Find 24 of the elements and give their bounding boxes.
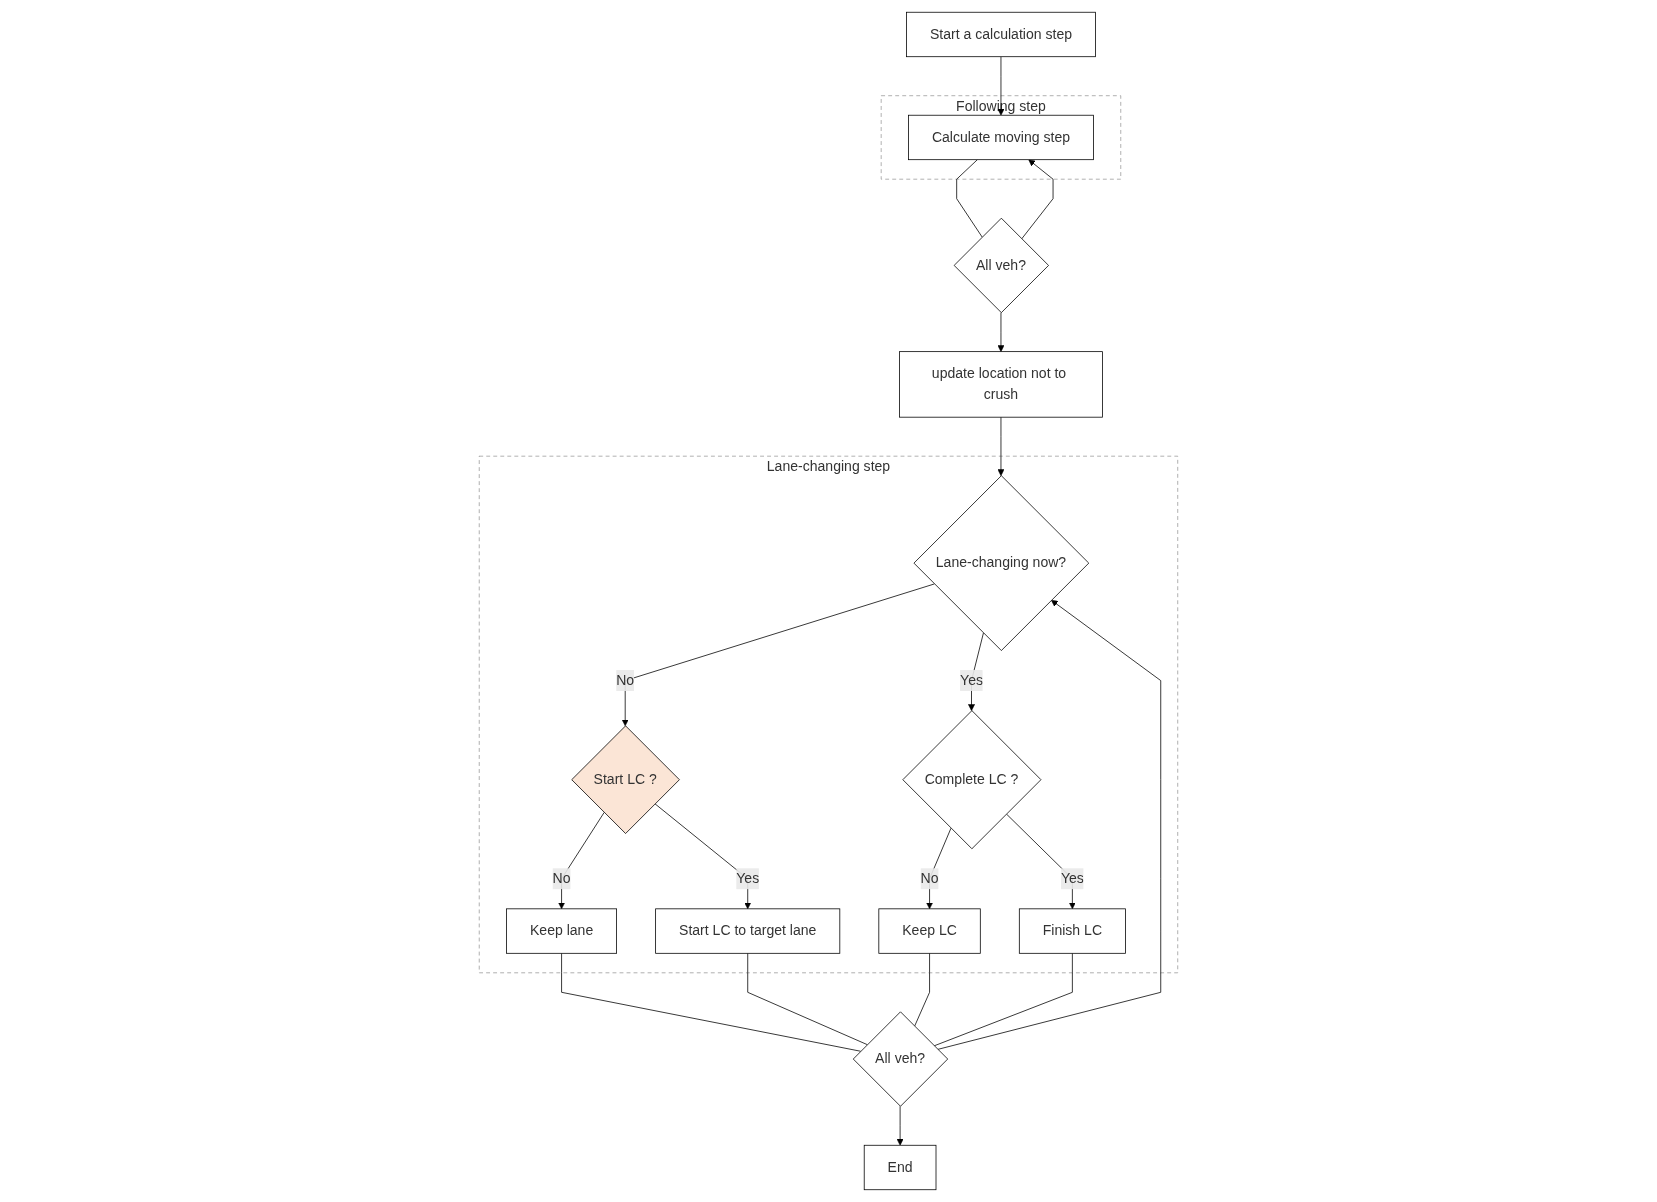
- edge-label: No: [616, 672, 635, 689]
- node-diamond: All veh?: [953, 217, 1049, 314]
- node-box: Start a calculation step: [906, 11, 1096, 58]
- connector: [933, 952, 1073, 1047]
- node-box: Calculate moving step: [908, 114, 1094, 161]
- node-diamond: Lane-changing now?: [913, 475, 1090, 651]
- node-diamond: All veh?: [852, 1011, 949, 1107]
- connector: [561, 952, 862, 1052]
- node-box: Start LC to target lane: [655, 908, 841, 954]
- node-box: Keep lane: [506, 908, 617, 954]
- edge-label: Yes: [736, 870, 760, 887]
- node-box: Finish LC: [1018, 908, 1126, 954]
- connector: [747, 952, 868, 1046]
- edge-label: No: [552, 870, 571, 887]
- edge-label: Yes: [960, 672, 983, 689]
- edge-label: No: [920, 870, 939, 887]
- node-box: update location not to crush: [899, 351, 1103, 418]
- edge-label: Yes: [1060, 870, 1084, 887]
- node-diamond: Complete LC ?: [902, 710, 1042, 850]
- node-box: Keep LC: [878, 908, 981, 954]
- node-box: End: [863, 1144, 937, 1191]
- connector: [956, 159, 983, 238]
- node-diamond: Start LC ?: [571, 725, 680, 834]
- connector: [914, 952, 930, 1027]
